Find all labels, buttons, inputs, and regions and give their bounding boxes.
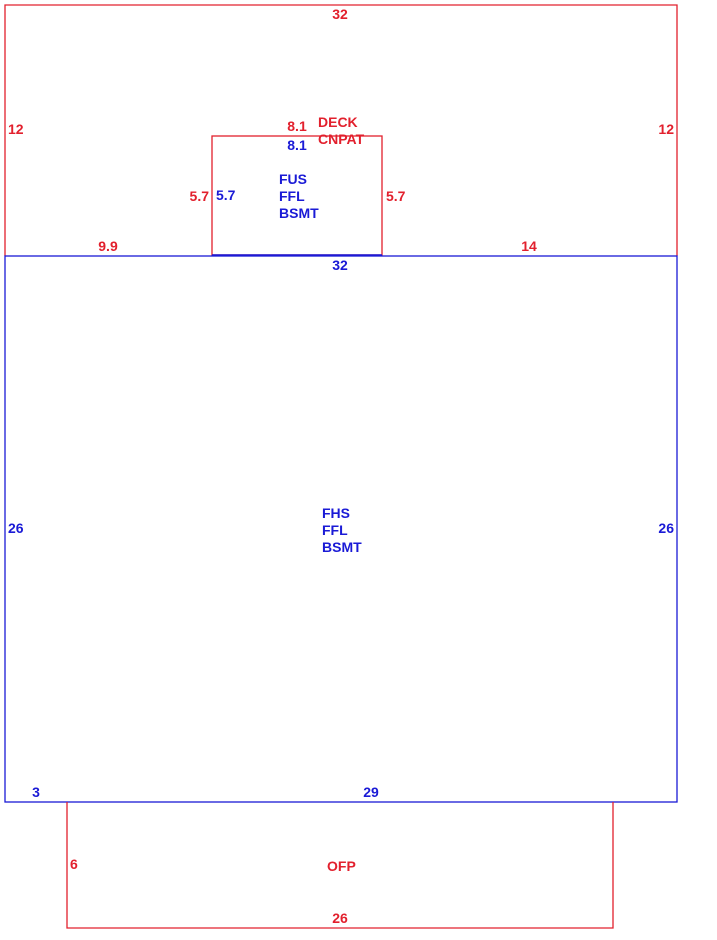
house-top-dimension: 32 — [332, 257, 348, 273]
porch-left-dimension: 6 — [70, 856, 78, 872]
deck-bottom-left-dimension: 9.9 — [98, 238, 118, 254]
house-bottom-left-dimension: 3 — [32, 784, 40, 800]
upper-label-ffl: FFL — [279, 188, 305, 204]
porch-outline — [66, 802, 614, 929]
upper-left-red-dimension: 5.7 — [190, 188, 210, 204]
deck-top-dimension: 32 — [332, 6, 348, 22]
house-label-fhs: FHS — [322, 505, 350, 521]
deck-outline — [4, 4, 678, 256]
house-label-ffl: FFL — [322, 522, 348, 538]
house-bottom-right-dimension: 29 — [363, 784, 379, 800]
house-label-bsmt: BSMT — [322, 539, 362, 555]
deck-label: DECK — [318, 114, 358, 130]
deck-bottom-right-dimension: 14 — [521, 238, 537, 254]
canopy-label: CNPAT — [318, 131, 365, 147]
house-right-dimension: 26 — [658, 520, 674, 536]
porch-label-ofp: OFP — [327, 858, 356, 874]
upper-right-red-dimension: 5.7 — [386, 188, 406, 204]
porch-bottom-dimension: 26 — [332, 910, 348, 926]
main-house-outline — [4, 255, 678, 803]
upper-top-red-dimension: 8.1 — [287, 118, 307, 134]
house-left-dimension: 26 — [8, 520, 24, 536]
deck-left-dimension: 12 — [8, 121, 24, 137]
deck-right-dimension: 12 — [658, 121, 674, 137]
upper-left-blue-dimension: 5.7 — [216, 187, 236, 203]
upper-label-bsmt: BSMT — [279, 205, 319, 221]
upper-label-fus: FUS — [279, 171, 307, 187]
upper-top-blue-dimension: 8.1 — [287, 137, 307, 153]
